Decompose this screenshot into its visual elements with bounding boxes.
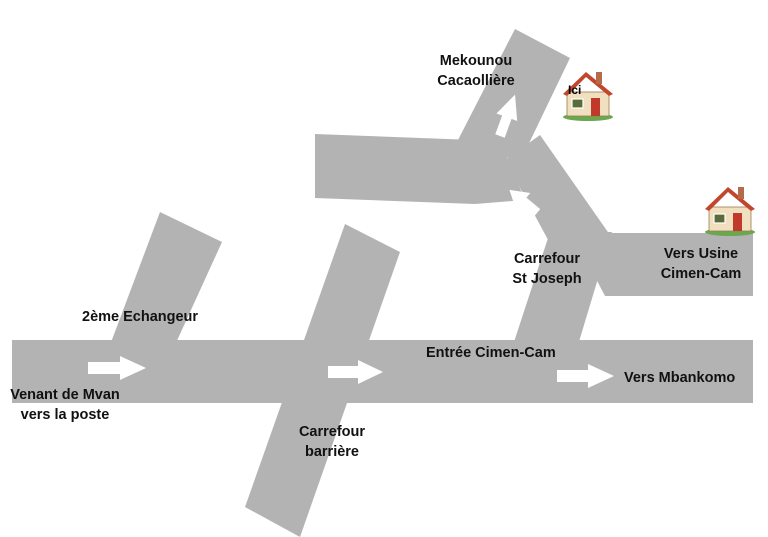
road-barriere [245,224,400,537]
label-echangeur: 2ème Echangeur [82,307,198,327]
direction-arrows [88,94,614,388]
road-usine [572,233,753,296]
label-usine-line1: Vers Usine [663,246,739,262]
label-carrefour-barriere: Carrefour barrière [286,422,378,462]
label-carrefour-stjoseph: Carrefour St Joseph [500,249,594,289]
ici-label: Ici [568,83,581,97]
direction-arrow [509,189,541,217]
label-mekounou-line1: Mekounou [439,53,513,69]
label-stjoseph-line1: Carrefour [513,251,581,267]
road-upper-horizontal [315,134,525,204]
label-start: Venant de Mvan vers la poste [0,385,130,425]
roads [12,29,753,537]
label-entree-cimencam: Entrée Cimen-Cam [426,343,556,363]
direction-arrow [328,360,383,384]
house-icon-usine [705,187,755,236]
label-start-line2: vers la poste [20,407,110,423]
label-entree-text: Entrée Cimen-Cam [426,345,556,361]
label-mbankomo: Vers Mbankomo [624,368,735,388]
label-echangeur-text: 2ème Echangeur [82,309,199,325]
road-mekounou [458,29,570,162]
direction-arrow [557,364,614,388]
direction-arrow [495,94,518,138]
road-stjoseph-diagonal [505,135,610,262]
label-usine-line2: Cimen-Cam [660,266,742,282]
label-start-line1: Venant de Mvan [10,387,120,403]
road-main-horizontal [12,340,753,403]
label-barriere-line2: barrière [304,444,359,460]
label-barriere-line1: Carrefour [298,424,366,440]
label-stjoseph-line2: St Joseph [512,271,582,287]
direction-arrow [88,356,146,380]
house-icon-destination: Ici [563,72,613,121]
label-mbankomo-text: Vers Mbankomo [624,370,736,386]
label-mekounou: Mekounou Cacaollière [426,51,526,91]
road-echangeur [110,212,222,345]
label-usine-cimencam: Vers Usine Cimen-Cam [650,244,752,284]
label-mekounou-line2: Cacaollière [437,73,515,89]
